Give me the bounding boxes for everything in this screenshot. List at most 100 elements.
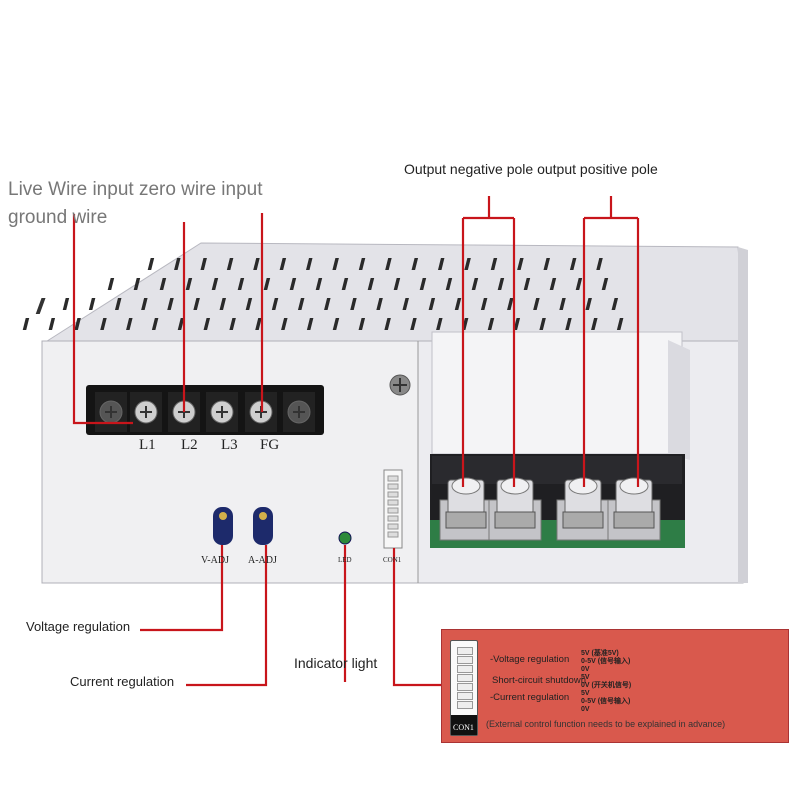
output-terminal-bolt <box>619 477 649 495</box>
vent-slot <box>464 258 471 270</box>
con1-pin <box>387 507 399 514</box>
a-adj-label: A-ADJ <box>248 555 277 566</box>
inset-note: (External control function needs to be e… <box>486 719 726 729</box>
vent-slot <box>585 298 592 310</box>
vent-slots <box>35 298 46 314</box>
vent-slot <box>591 318 598 330</box>
vent-slot <box>565 318 572 330</box>
vent-slot <box>367 278 375 290</box>
vent-slot <box>133 278 141 290</box>
vent-slot <box>147 258 155 270</box>
vent-slot <box>159 278 167 290</box>
vent-slot <box>611 298 619 310</box>
con1-pin <box>387 475 399 482</box>
output-terminal-washer <box>494 511 536 529</box>
led <box>338 531 352 545</box>
vent-slot <box>332 318 340 330</box>
vent-slot <box>253 258 260 270</box>
con1-pin <box>387 491 399 498</box>
terminal-label-l2: L2 <box>181 437 198 453</box>
con1-pin <box>387 499 399 506</box>
vent-slot <box>100 318 107 330</box>
vent-slot <box>385 258 392 270</box>
vent-slot <box>454 298 462 310</box>
vent-slot <box>437 258 445 270</box>
v-adj-pot <box>213 507 233 545</box>
vent-slot <box>490 258 498 270</box>
case-top <box>42 242 747 344</box>
output-shield <box>431 331 683 455</box>
inset-short-circuit: Short-circuit shutdown <box>492 675 586 686</box>
signal-value-4: 5V <box>581 674 590 681</box>
vent-slot <box>114 298 122 310</box>
vent-slot <box>471 278 479 290</box>
vent-rows <box>22 258 624 330</box>
output-terminals <box>439 477 661 541</box>
signal-value-3: 0V <box>581 666 590 673</box>
vent-slot <box>226 258 234 270</box>
signal-value-2: 0-5V (信号输入) <box>581 658 631 665</box>
led-label: LED <box>338 556 352 564</box>
output-poles-callout: Output negative pole output positive pol… <box>404 161 658 177</box>
vent-slot <box>436 318 443 330</box>
vent-slot <box>419 278 427 290</box>
con1-pin <box>387 515 399 522</box>
v-adj-label: V-ADJ <box>201 555 229 566</box>
vent-slot <box>48 318 56 330</box>
vent-slot <box>203 318 211 330</box>
con1-pin <box>387 531 399 538</box>
con1-label: CON1 <box>383 556 402 564</box>
vent-slot <box>410 318 417 330</box>
output-terminal-washer <box>613 511 655 529</box>
vent-slot <box>193 298 200 310</box>
con1-inset-connector <box>450 640 478 736</box>
voltage-regulation-callout: Voltage regulation <box>26 619 131 634</box>
vent-slot <box>402 298 409 310</box>
vent-slot <box>533 298 540 310</box>
signal-value-1: 5V (基准5V) <box>581 650 619 657</box>
vent-slot <box>74 318 81 330</box>
vent-slot <box>569 258 577 270</box>
vent-slot <box>211 278 219 290</box>
vent-slot <box>289 278 297 290</box>
vent-slot <box>341 278 349 290</box>
signal-value-5: 0V (开关机信号) <box>581 682 632 689</box>
vent-slot <box>539 318 546 330</box>
output-terminal-bolt <box>451 477 481 495</box>
vent-slot <box>177 318 185 330</box>
front-face <box>41 340 419 584</box>
vent-slot <box>167 298 174 310</box>
inset-current-regulation: -Current regulation <box>490 692 570 703</box>
vent-slot <box>376 298 383 310</box>
vent-slot <box>549 278 557 290</box>
vent-slot <box>245 298 253 310</box>
vent-slot <box>332 258 339 270</box>
vent-slot <box>229 318 236 330</box>
vent-slot <box>315 278 323 290</box>
vent-slot <box>306 318 314 330</box>
vent-slot <box>219 298 227 310</box>
vent-slot <box>151 318 159 330</box>
vent-slot <box>358 258 366 270</box>
terminal-label-l1: L1 <box>139 437 156 453</box>
output-terminal-washer <box>445 511 487 529</box>
vent-slot <box>445 278 453 290</box>
vent-slot <box>174 258 181 270</box>
vent-slot <box>384 318 391 330</box>
vent-slot <box>358 318 366 330</box>
vent-slot <box>107 278 115 290</box>
terminal-label-fg: FG <box>260 437 280 453</box>
vent-slot <box>523 278 531 290</box>
terminal-label-l3: L3 <box>221 437 238 453</box>
live-wire-callout: Live Wire input zero wire input ground w… <box>8 179 263 228</box>
vent-slot <box>297 298 305 310</box>
vent-slot <box>596 258 603 270</box>
callout-lines <box>72 196 640 687</box>
inset-voltage-regulation: -Voltage regulation <box>490 654 570 665</box>
vent-slot <box>616 318 624 330</box>
vent-slot <box>559 298 566 310</box>
vent-slot <box>22 318 30 330</box>
vent-slot <box>88 298 96 310</box>
signal-value-7: 0-5V (信号输入) <box>581 698 631 705</box>
